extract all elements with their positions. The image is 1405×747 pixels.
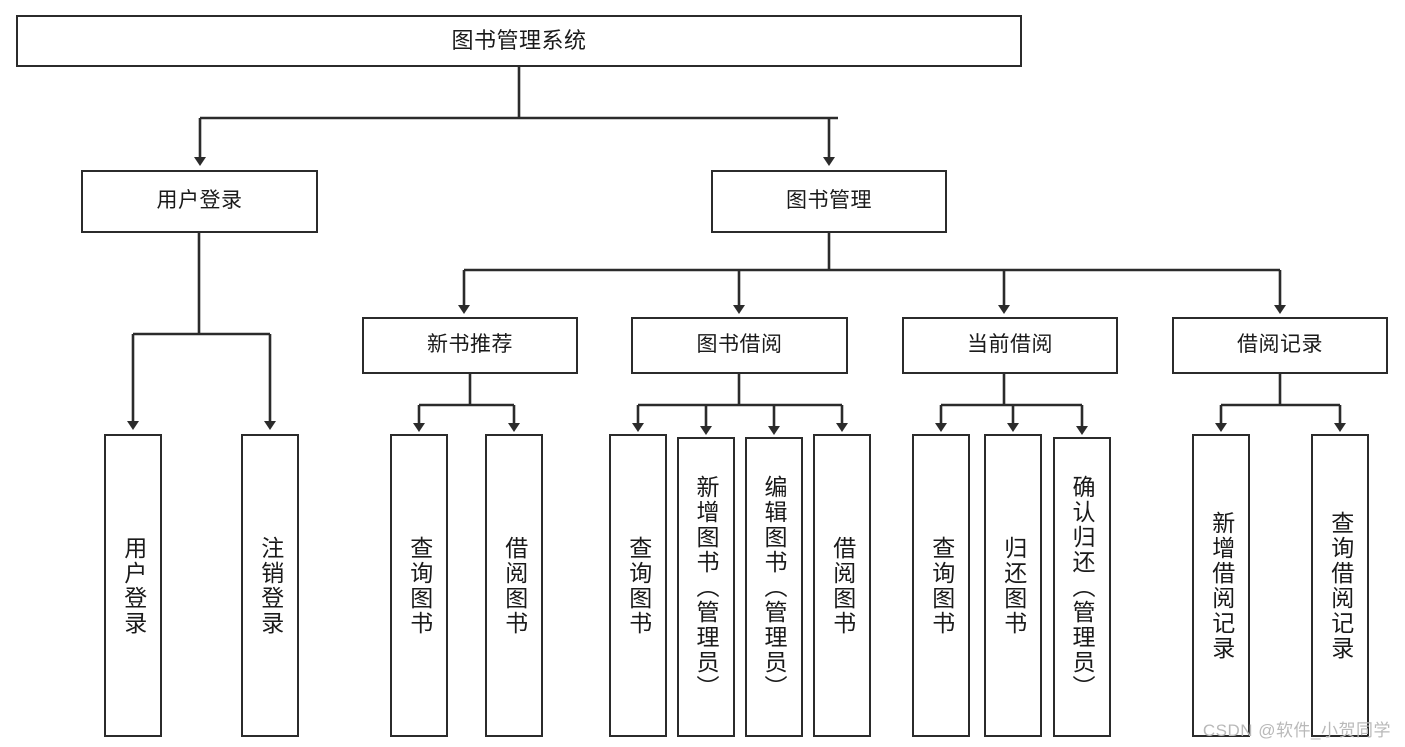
node-new-book-recommend[interactable]: 新书推荐 bbox=[362, 317, 578, 374]
node-leaf-query-book-rec[interactable]: 查询图书 bbox=[390, 434, 448, 737]
node-user-login[interactable]: 用户登录 bbox=[81, 170, 318, 233]
node-leaf-borrow-book-bb-label: 借阅图书 bbox=[829, 535, 856, 636]
node-root[interactable]: 图书管理系统 bbox=[16, 15, 1022, 67]
node-leaf-query-book-rec-label: 查询图书 bbox=[406, 535, 433, 636]
node-leaf-add-book[interactable]: 新增图书（管理员） bbox=[677, 437, 735, 737]
node-leaf-borrow-book-bb[interactable]: 借阅图书 bbox=[813, 434, 871, 737]
node-leaf-user-login[interactable]: 用户登录 bbox=[104, 434, 162, 737]
node-book-manage[interactable]: 图书管理 bbox=[711, 170, 947, 233]
node-book-borrow[interactable]: 图书借阅 bbox=[631, 317, 848, 374]
node-new-book-recommend-label: 新书推荐 bbox=[427, 333, 513, 357]
node-leaf-confirm-return-label: 确认归还（管理员） bbox=[1069, 474, 1096, 700]
node-borrow-record-label: 借阅记录 bbox=[1237, 333, 1323, 357]
node-leaf-add-record-label: 新增借阅记录 bbox=[1208, 510, 1235, 661]
node-leaf-confirm-return[interactable]: 确认归还（管理员） bbox=[1053, 437, 1111, 737]
node-leaf-return-book[interactable]: 归还图书 bbox=[984, 434, 1042, 737]
node-leaf-query-record[interactable]: 查询借阅记录 bbox=[1311, 434, 1369, 737]
node-user-login-label: 用户登录 bbox=[156, 189, 243, 213]
node-book-borrow-label: 图书借阅 bbox=[696, 333, 783, 357]
node-leaf-add-record[interactable]: 新增借阅记录 bbox=[1192, 434, 1250, 737]
node-leaf-query-record-label: 查询借阅记录 bbox=[1327, 510, 1354, 661]
node-leaf-user-logout[interactable]: 注销登录 bbox=[241, 434, 299, 737]
node-leaf-query-book-cb-label: 查询图书 bbox=[928, 535, 955, 636]
node-leaf-query-book-cb[interactable]: 查询图书 bbox=[912, 434, 970, 737]
node-leaf-return-book-label: 归还图书 bbox=[1000, 535, 1027, 636]
node-current-borrow-label: 当前借阅 bbox=[967, 333, 1053, 357]
node-borrow-record[interactable]: 借阅记录 bbox=[1172, 317, 1388, 374]
node-leaf-borrow-book-rec-label: 借阅图书 bbox=[501, 535, 528, 636]
node-leaf-edit-book[interactable]: 编辑图书（管理员） bbox=[745, 437, 803, 737]
node-leaf-user-login-label: 用户登录 bbox=[120, 535, 147, 636]
node-leaf-user-logout-label: 注销登录 bbox=[257, 535, 284, 636]
node-book-manage-label: 图书管理 bbox=[786, 189, 872, 213]
node-leaf-borrow-book-rec[interactable]: 借阅图书 bbox=[485, 434, 543, 737]
node-leaf-query-book-bb-label: 查询图书 bbox=[625, 535, 652, 636]
node-leaf-add-book-label: 新增图书（管理员） bbox=[693, 474, 720, 700]
node-root-label: 图书管理系统 bbox=[451, 28, 587, 54]
node-leaf-edit-book-label: 编辑图书（管理员） bbox=[761, 474, 788, 700]
node-leaf-query-book-bb[interactable]: 查询图书 bbox=[609, 434, 667, 737]
node-current-borrow[interactable]: 当前借阅 bbox=[902, 317, 1118, 374]
